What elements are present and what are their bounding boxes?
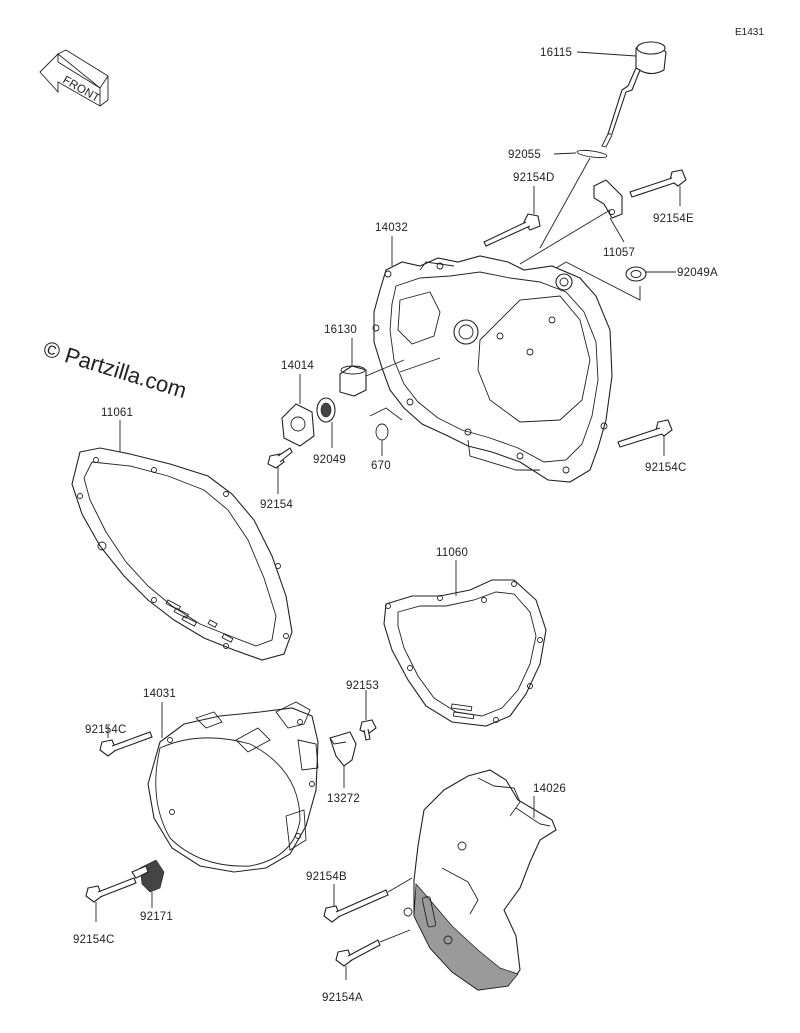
leader-670-bracket xyxy=(369,407,403,421)
label-92154C-left-upper: 92154C xyxy=(85,724,126,736)
front-label: FRONT xyxy=(61,74,102,105)
label-11061: 11061 xyxy=(101,407,133,419)
label-92154: 92154 xyxy=(260,499,293,511)
part-14014-plate xyxy=(281,403,315,447)
leader-16130-to-cover xyxy=(399,357,441,373)
part-92154A-bolt xyxy=(335,939,381,967)
label-14014: 14014 xyxy=(281,360,314,372)
label-16130: 16130 xyxy=(324,324,357,336)
label-14026: 14026 xyxy=(533,783,566,795)
label-670: 670 xyxy=(371,460,391,472)
leader-92154B-to-cover xyxy=(387,877,413,893)
part-11060-gasket xyxy=(383,579,547,727)
label-14032: 14032 xyxy=(375,222,408,234)
label-16115: 16115 xyxy=(540,47,572,59)
part-92154C-bolt-left-lower xyxy=(85,877,137,903)
leader-92055-to-cover xyxy=(539,157,591,249)
part-92171-clamp xyxy=(131,859,165,893)
leader-11057 xyxy=(609,217,625,243)
leader-92154A-to-cover xyxy=(379,929,411,943)
label-11057: 11057 xyxy=(603,247,635,259)
part-11061-gasket xyxy=(71,447,293,661)
label-92049: 92049 xyxy=(313,454,346,466)
part-16115-dipstick xyxy=(601,41,667,148)
part-92153-bolt xyxy=(359,719,377,741)
label-92154E: 92154E xyxy=(653,213,694,225)
part-670-o-ring xyxy=(375,423,389,441)
front-arrow-icon: FRONT xyxy=(39,49,109,107)
label-92154C-upper: 92154C xyxy=(645,462,686,474)
label-92154D: 92154D xyxy=(513,172,554,184)
leader-92055 xyxy=(553,152,577,155)
label-11060: 11060 xyxy=(436,547,468,559)
label-92154C-left-lower: 92154C xyxy=(73,934,114,946)
label-92154B: 92154B xyxy=(306,871,347,883)
leader-16115 xyxy=(576,51,637,57)
label-92171: 92171 xyxy=(140,911,173,923)
part-92154C-bolt-left-upper xyxy=(99,731,153,757)
part-92055-o-ring xyxy=(576,149,608,159)
label-92154A: 92154A xyxy=(322,992,363,1004)
leader-11057-to-cover xyxy=(519,209,611,265)
part-92049A-oil-seal xyxy=(625,266,647,282)
part-92154C-bolt-upper xyxy=(617,419,673,448)
leader-92049A-bracket xyxy=(565,261,641,301)
part-92154B-bolt xyxy=(323,889,389,923)
part-92154E-bolt xyxy=(629,169,687,198)
part-92049-oil-seal xyxy=(316,397,336,423)
part-14032-crankcase-cover xyxy=(372,255,613,483)
diagram-code: E1431 xyxy=(735,27,764,38)
watermark: © Partzilla.com xyxy=(41,336,190,403)
part-14026-sprocket-cover xyxy=(403,769,557,991)
part-13272-plate xyxy=(329,731,357,767)
label-92049A: 92049A xyxy=(677,267,718,279)
label-14031: 14031 xyxy=(143,688,176,700)
part-92154D-bolt xyxy=(483,213,541,247)
part-14031-clutch-cover xyxy=(147,701,319,873)
part-11057-bracket xyxy=(593,179,623,219)
label-92055: 92055 xyxy=(508,149,541,161)
label-92153: 92153 xyxy=(346,680,379,692)
label-13272: 13272 xyxy=(327,793,360,805)
part-92154-bolt xyxy=(267,447,293,469)
